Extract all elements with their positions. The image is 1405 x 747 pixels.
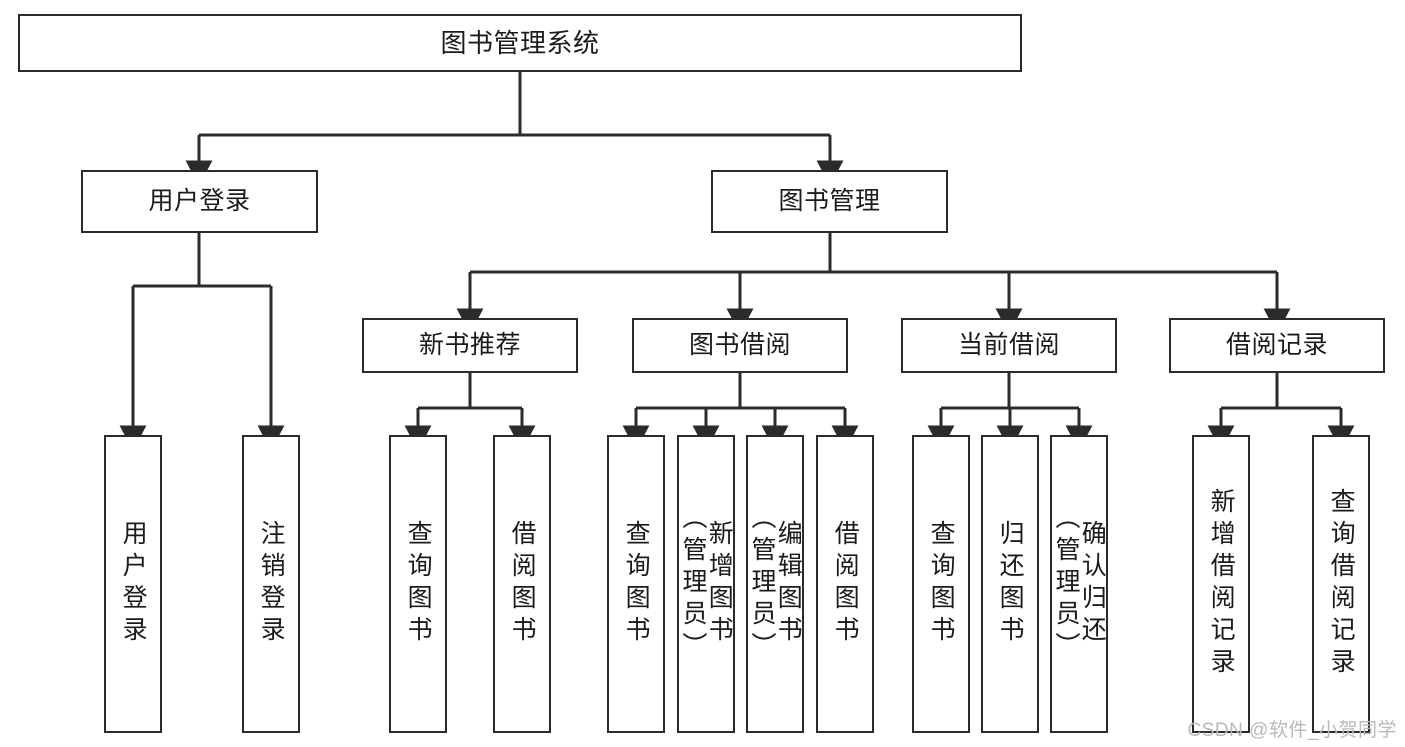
node-label: 查询图书: [927, 520, 956, 648]
leaf-new-book-borrow[interactable]: 借阅图书: [493, 435, 551, 733]
leaf-user-login-login[interactable]: 用户登录: [104, 435, 162, 733]
node-label: 查询借阅记录: [1327, 488, 1356, 680]
leaf-new-book-query[interactable]: 查询图书: [389, 435, 447, 733]
node-label: 图书借阅: [688, 330, 791, 359]
node-label: 编辑图书 （管理员）: [748, 504, 803, 664]
node-label: 用户登录: [148, 186, 251, 215]
leaf-book-borrow-query[interactable]: 查询图书: [607, 435, 665, 733]
node-label: 查询图书: [622, 520, 651, 648]
node-current-borrow[interactable]: 当前借阅: [901, 318, 1117, 373]
watermark-text: CSDN @软件_小贺同学: [1187, 720, 1397, 741]
node-new-book-recommend[interactable]: 新书推荐: [362, 318, 578, 373]
node-label: 图书管理系统: [440, 27, 600, 58]
node-label: 新书推荐: [418, 330, 521, 359]
leaf-borrow-record-query[interactable]: 查询借阅记录: [1312, 435, 1370, 733]
node-label: 新增图书 （管理员）: [679, 504, 734, 664]
node-label: 图书管理: [778, 186, 881, 215]
node-user-login[interactable]: 用户登录: [81, 170, 318, 233]
node-label: 新增借阅记录: [1207, 488, 1236, 680]
node-label: 借阅图书: [831, 520, 860, 648]
node-label: 注销登录: [257, 520, 286, 648]
leaf-borrow-record-add[interactable]: 新增借阅记录: [1192, 435, 1250, 733]
node-book-borrow[interactable]: 图书借阅: [632, 318, 848, 373]
leaf-book-borrow-add-admin[interactable]: 新增图书 （管理员）: [677, 435, 735, 733]
leaf-user-login-logout[interactable]: 注销登录: [242, 435, 300, 733]
node-borrow-record[interactable]: 借阅记录: [1169, 318, 1385, 373]
node-label: 确认归还 （管理员）: [1052, 504, 1107, 664]
node-label: 当前借阅: [957, 330, 1060, 359]
node-label: 借阅记录: [1225, 330, 1328, 359]
leaf-book-borrow-edit-admin[interactable]: 编辑图书 （管理员）: [746, 435, 804, 733]
leaf-current-borrow-query[interactable]: 查询图书: [912, 435, 970, 733]
node-label: 借阅图书: [508, 520, 537, 648]
leaf-current-borrow-confirm-admin[interactable]: 确认归还 （管理员）: [1050, 435, 1108, 733]
leaf-book-borrow-borrow[interactable]: 借阅图书: [816, 435, 874, 733]
leaf-current-borrow-return[interactable]: 归还图书: [981, 435, 1039, 733]
node-book-management[interactable]: 图书管理: [711, 170, 948, 233]
node-label: 用户登录: [119, 520, 148, 648]
node-root-book-management-system[interactable]: 图书管理系统: [18, 14, 1022, 72]
node-label: 查询图书: [404, 520, 433, 648]
node-label: 归还图书: [996, 520, 1025, 648]
